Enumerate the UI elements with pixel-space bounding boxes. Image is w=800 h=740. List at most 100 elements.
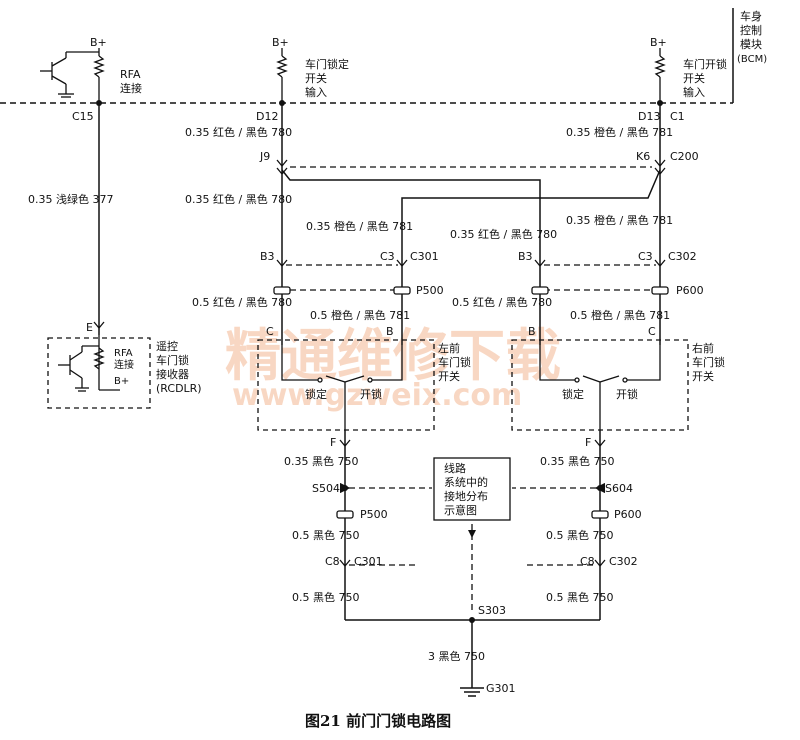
svg-text:C3: C3 [638,250,653,263]
svg-text:C8: C8 [325,555,340,568]
svg-text:开关: 开关 [692,369,714,383]
svg-text:车门锁: 车门锁 [156,353,189,367]
svg-text:F: F [585,436,591,449]
svg-text:D12: D12 [256,110,278,123]
rcdlr-rfa-label: RFA 连接 [114,348,134,371]
svg-text:J9: J9 [259,150,270,163]
b-plus-label: B+ [650,36,667,49]
svg-text:车身: 车身 [740,9,762,23]
svg-text:P600: P600 [614,508,642,521]
splice-points [96,100,663,623]
svg-text:0.5 红色 / 黑色 780: 0.5 红色 / 黑色 780 [452,295,552,309]
right-door-lock-switch [511,339,689,431]
svg-text:0.5 黑色 750: 0.5 黑色 750 [292,528,359,542]
svg-text:B3: B3 [518,250,533,263]
svg-text:C302: C302 [668,250,697,263]
bcm-label: 车身 控制 模块 (BCM) [737,9,767,65]
b-plus-label: B+ [114,376,129,387]
rfa-resistor-symbol [93,48,105,103]
svg-text:0.5 橙色 / 黑色 781: 0.5 橙色 / 黑色 781 [570,308,670,322]
svg-text:车门开锁: 车门开锁 [683,57,727,71]
connector-chevrons [93,159,666,568]
b-plus-label: B+ [272,36,289,49]
svg-text:开关: 开关 [305,71,327,85]
svg-text:接地分布: 接地分布 [444,490,488,503]
svg-text:B: B [528,325,536,338]
svg-text:C302: C302 [609,555,638,568]
svg-text:S303: S303 [478,604,506,617]
svg-text:0.35 红色 / 黑色 780: 0.35 红色 / 黑色 780 [185,125,292,139]
svg-text:0.35 红色 / 黑色 780: 0.35 红色 / 黑色 780 [185,192,292,206]
svg-text:系统中的: 系统中的 [444,475,488,489]
svg-text:连接: 连接 [114,358,134,371]
svg-text:0.35 黑色 750: 0.35 黑色 750 [540,454,614,468]
svg-text:0.5 黑色 750: 0.5 黑色 750 [292,590,359,604]
bcm-module [0,8,734,104]
svg-text:D13: D13 [638,110,660,123]
unlock-input-resistor [654,48,666,103]
svg-text:模块: 模块 [740,38,762,51]
svg-text:S504: S504 [312,482,340,495]
svg-text:0.35 橙色 / 黑色 781: 0.35 橙色 / 黑色 781 [306,219,413,233]
svg-text:RFA: RFA [120,68,141,81]
svg-text:遥控: 遥控 [156,339,178,353]
svg-text:0.35 红色 / 黑色 780: 0.35 红色 / 黑色 780 [450,227,557,241]
svg-text:E: E [86,321,93,334]
svg-text:P500: P500 [360,508,388,521]
rfa-link-label: RFA 连接 [120,68,142,95]
svg-text:(BCM): (BCM) [737,54,767,65]
wire-labels: 0.35 红色 / 黑色 780 0.35 橙色 / 黑色 781 0.35 浅… [28,125,673,663]
svg-text:F: F [330,436,336,449]
ground-note-box: 线路 系统中的 接地分布 示意图 [433,457,511,521]
svg-text:0.35 橙色 / 黑色 781: 0.35 橙色 / 黑色 781 [566,125,673,139]
svg-text:右前: 右前 [692,341,714,355]
svg-text:C8: C8 [580,555,595,568]
right-switch-unlock-label: 开锁 [616,387,638,401]
svg-text:C15: C15 [72,110,94,123]
pin-labels: C15 D12 D13 C1 E J9 K6 C200 B3 C3 C301 B… [72,110,704,695]
svg-text:控制: 控制 [740,23,762,37]
ground-note-pointer [468,530,476,538]
svg-text:C301: C301 [410,250,439,263]
svg-text:0.35 黑色 750: 0.35 黑色 750 [284,454,358,468]
svg-text:0.35 浅绿色 377: 0.35 浅绿色 377 [28,192,113,206]
svg-text:K6: K6 [636,150,650,163]
watermark-url: www.gzweix.com [232,378,522,413]
unlock-input-label: 车门开锁 开关 输入 [683,57,727,99]
svg-text:线路: 线路 [444,461,466,475]
right-switch-label: 右前 车门锁 开关 [692,341,725,383]
rcdlr-box [47,335,151,409]
wiring [98,103,661,697]
svg-text:B: B [386,325,394,338]
left-switch-unlock-label: 开锁 [360,387,382,401]
svg-text:P600: P600 [676,284,704,297]
svg-text:0.35 橙色 / 黑色 781: 0.35 橙色 / 黑色 781 [566,213,673,227]
svg-text:C1: C1 [670,110,685,123]
left-switch-label: 左前 车门锁 开关 [438,341,471,383]
svg-text:连接: 连接 [120,82,142,95]
svg-text:车门锁: 车门锁 [438,355,471,369]
svg-text:0.5 黑色 750: 0.5 黑色 750 [546,590,613,604]
b-plus-label: B+ [90,36,107,49]
svg-text:开关: 开关 [683,71,705,85]
rcdlr-label: 遥控 车门锁 接收器 (RCDLR) [156,339,202,395]
svg-text:C301: C301 [354,555,383,568]
svg-text:C3: C3 [380,250,395,263]
svg-text:0.5 橙色 / 黑色 781: 0.5 橙色 / 黑色 781 [310,308,410,322]
svg-text:C: C [648,325,656,338]
lock-input-resistor [276,48,288,103]
watermark-text: 精通维修下载 [225,324,561,389]
lock-input-label: 车门锁定 开关 输入 [305,57,349,99]
svg-text:0.5 黑色 750: 0.5 黑色 750 [546,528,613,542]
rfa-transistor-symbol [40,51,99,98]
svg-text:C200: C200 [670,150,699,163]
svg-text:P500: P500 [416,284,444,297]
svg-text:车门锁定: 车门锁定 [305,57,349,71]
svg-text:车门锁: 车门锁 [692,355,725,369]
svg-text:接收器: 接收器 [156,367,189,381]
svg-text:示意图: 示意图 [444,503,477,517]
svg-text:RFA: RFA [114,348,133,359]
svg-text:3 黑色 750: 3 黑色 750 [428,649,485,663]
svg-text:输入: 输入 [683,85,705,99]
